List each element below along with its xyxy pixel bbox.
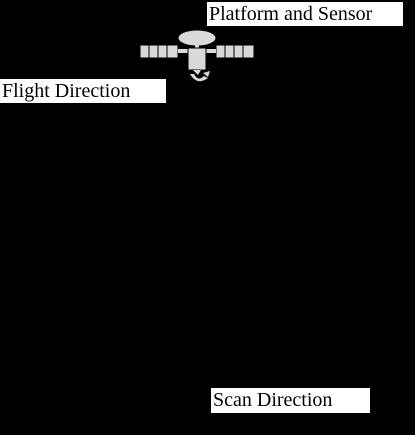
flight-direction-label: Flight Direction (0, 79, 166, 103)
scan-direction-label: Scan Direction (211, 388, 370, 413)
satellite-icon (139, 29, 255, 82)
satellite-body (187, 47, 207, 71)
sensor-head (190, 74, 208, 82)
left-solar-panel (139, 44, 179, 59)
left-strut (178, 49, 188, 53)
antenna-mast (195, 45, 199, 49)
right-strut (206, 49, 216, 53)
sensor-mount (193, 70, 201, 75)
right-solar-panel (215, 44, 255, 59)
antenna-dish (177, 29, 217, 47)
platform-sensor-label: Platform and Sensor (207, 2, 403, 26)
sensor-tip (203, 71, 210, 77)
